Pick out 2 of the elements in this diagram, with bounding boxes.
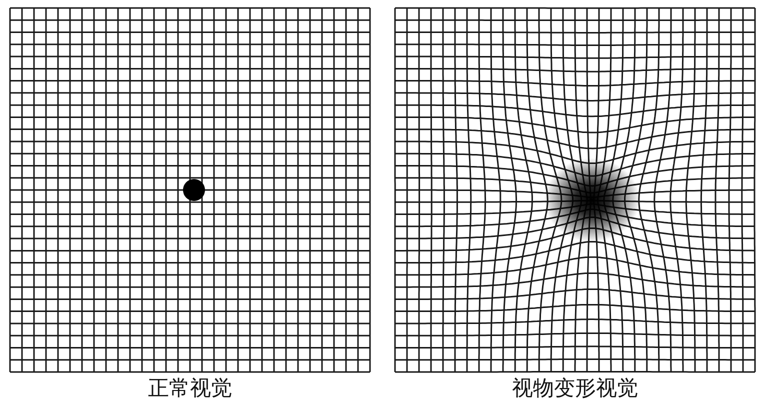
caption-text: 正常视觉: [148, 376, 232, 400]
caption-text: 视物变形视觉: [512, 376, 638, 400]
